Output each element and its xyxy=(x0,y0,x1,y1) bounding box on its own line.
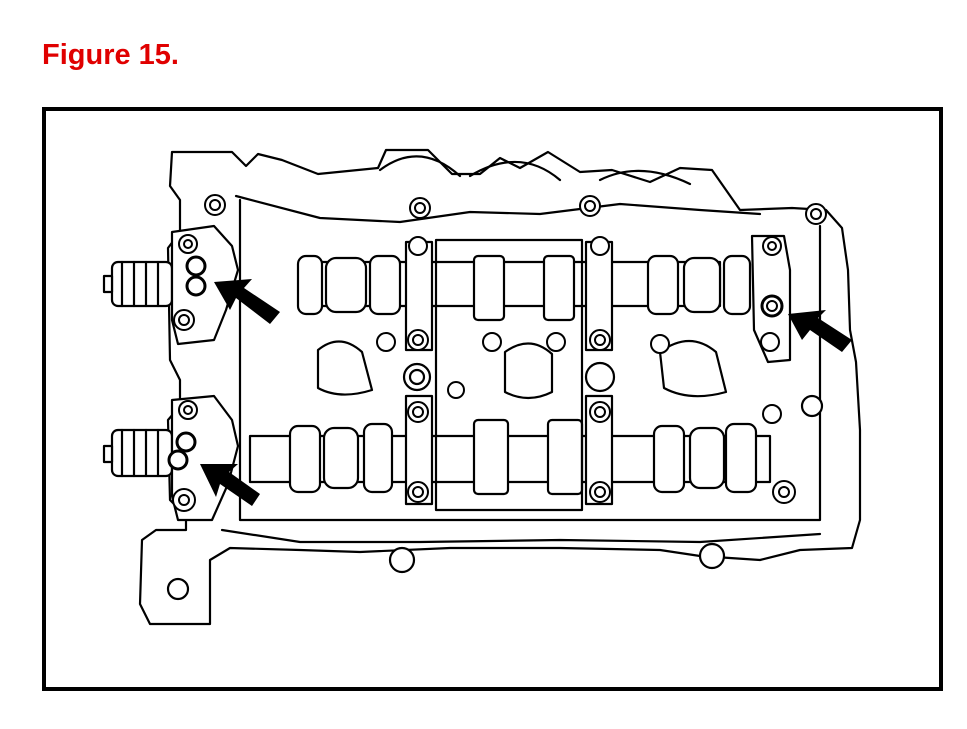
bolt-head xyxy=(172,194,827,512)
cylinder-head-outline xyxy=(138,148,862,626)
arrow-indicator xyxy=(200,464,260,506)
arrow-indicator xyxy=(214,279,280,324)
exhaust-camshaft xyxy=(102,418,772,496)
intake-camshaft xyxy=(102,254,752,322)
arrow-indicator xyxy=(788,310,852,352)
figure-title: Figure 15. xyxy=(42,39,179,71)
